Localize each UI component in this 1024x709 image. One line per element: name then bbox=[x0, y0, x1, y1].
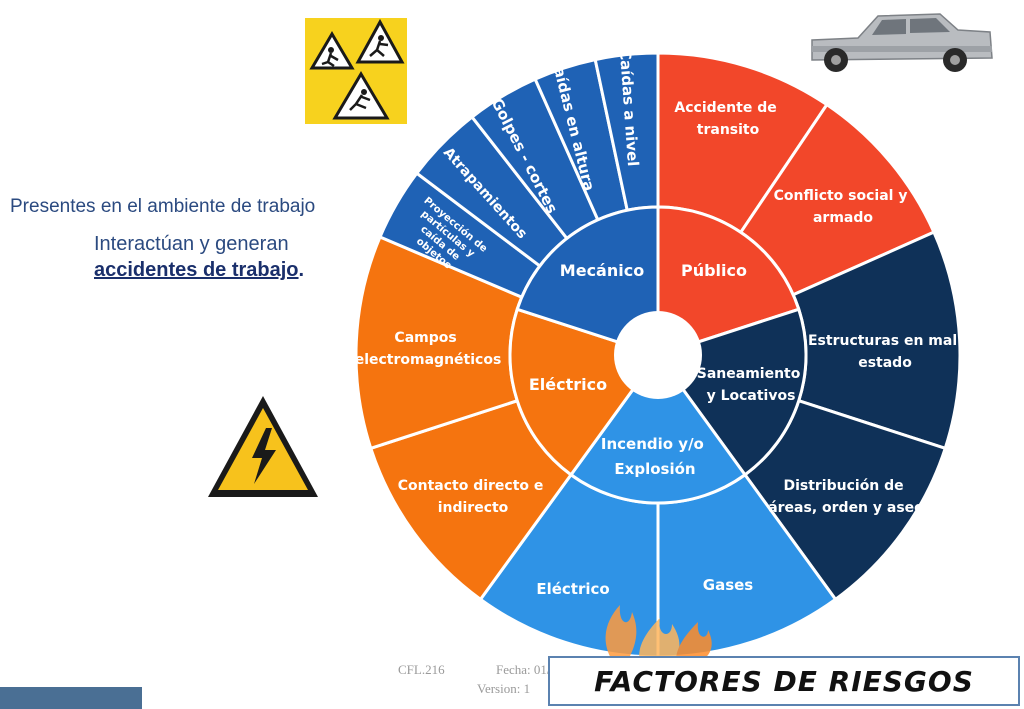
footer-bar bbox=[0, 687, 142, 709]
flame-icon bbox=[605, 605, 712, 664]
outer-label-contacto: Contacto directo e indirecto bbox=[398, 478, 549, 516]
outer-label-gases: Gases bbox=[703, 576, 754, 594]
pickup-truck-icon bbox=[811, 13, 993, 72]
side-text-line3: accidentes de trabajo. bbox=[94, 259, 304, 282]
outer-label-campos: Campos electromagnéticos bbox=[355, 330, 502, 368]
outer-ring bbox=[354, 51, 962, 659]
outer-label-estructuras: Estructuras en mal estado bbox=[808, 333, 962, 371]
page-title: FACTORES DE RIESGOS bbox=[594, 664, 974, 698]
outer-label-conflicto-social: Conflicto social y armado bbox=[774, 188, 913, 226]
side-text-line2: Interactúan y generan bbox=[94, 233, 289, 255]
footer-version: Version: 1 bbox=[477, 681, 531, 696]
outer-label-accidente-transito: Accidente de transito bbox=[674, 100, 781, 138]
warning-signs-icon bbox=[305, 18, 407, 124]
inner-label-electrico: Eléctrico bbox=[529, 375, 607, 394]
side-text-line1: Presentes en el ambiente de trabajo bbox=[10, 196, 316, 217]
inner-label-saneamiento: Saneamiento y Locativos bbox=[697, 366, 805, 404]
accidentes-link: accidentes de trabajo bbox=[94, 259, 299, 281]
outer-label-electrico-outer: Eléctrico bbox=[536, 580, 609, 598]
footer-code: CFL.216 bbox=[398, 662, 445, 677]
inner-ring bbox=[508, 205, 808, 505]
outer-label-distribucion: Distribución de áreas, orden y aseo bbox=[768, 478, 924, 516]
inner-label-incendio: Incendio y/o Explosión bbox=[601, 435, 709, 478]
electric-hazard-icon bbox=[208, 396, 318, 497]
wheel-hub bbox=[614, 311, 702, 399]
side-text-period: . bbox=[298, 259, 305, 281]
inner-label-publico: Público bbox=[681, 261, 747, 280]
title-box: FACTORES DE RIESGOS bbox=[548, 656, 1020, 706]
inner-label-mecanico: Mecánico bbox=[560, 261, 644, 280]
